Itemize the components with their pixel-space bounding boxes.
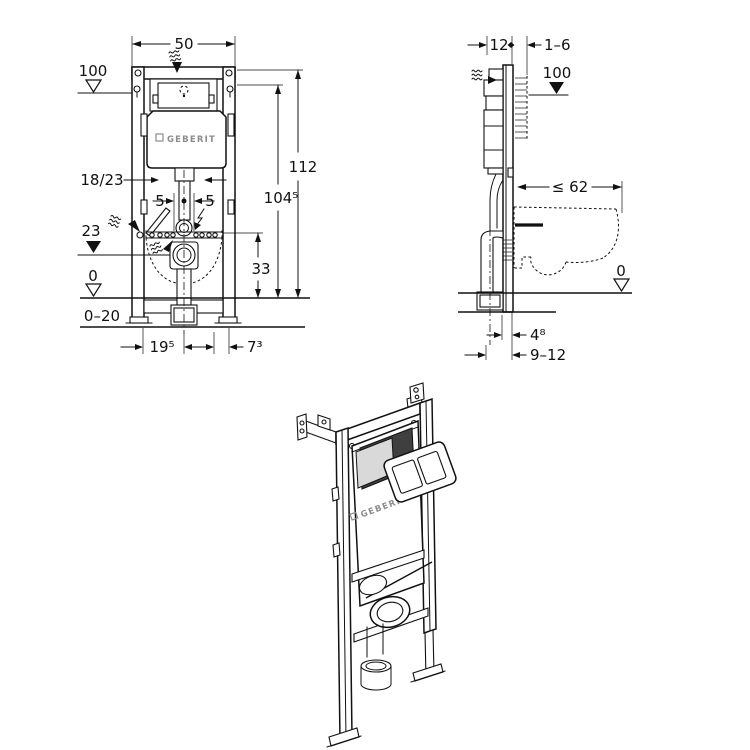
dim-width-label: 50 xyxy=(174,35,193,53)
cistern-front: GEBERIT xyxy=(140,110,235,215)
dim-5-5: 5 5 xyxy=(152,192,215,231)
range-0-20-label: 0–20 xyxy=(84,307,120,325)
wall-bracket-right xyxy=(406,382,425,409)
level-100-label: 100 xyxy=(79,62,108,80)
flush-direction-arrow xyxy=(172,62,182,73)
dim-112-label: 112 xyxy=(289,158,318,176)
perspective-view-drawing: GEBERIT xyxy=(296,382,457,748)
actuation-arrow xyxy=(195,208,205,227)
drain-elbow-side xyxy=(476,228,512,345)
inspection-box xyxy=(149,78,218,112)
water-flow-icon xyxy=(168,50,182,62)
inlet-arrow xyxy=(128,220,140,232)
drain-flow-arrow xyxy=(163,240,173,252)
lower-frame-perspective xyxy=(351,549,433,658)
dim-48-label: 4⁸ xyxy=(530,326,546,344)
dim-12-label: 12 xyxy=(489,36,508,54)
pan-outline-dashed-side xyxy=(513,206,619,276)
dim-1045-label: 104⁵ xyxy=(264,189,299,207)
dim-pan-62: ≤ 62 xyxy=(517,178,623,213)
dim-right-stack: 33 104⁵ 112 xyxy=(223,69,318,299)
inlet-arrow xyxy=(488,76,497,84)
dim-48: 4⁸ xyxy=(486,312,546,360)
dim-18-23-label: 18/23 xyxy=(80,171,123,189)
wall-finish-hatch xyxy=(515,76,528,141)
level-0-front: 0 0–20 xyxy=(84,267,120,325)
front-view-drawing: GEBERIT xyxy=(77,35,318,356)
wall-bracket-left xyxy=(296,413,337,444)
cistern-side xyxy=(483,68,504,231)
level-100-side-label: 100 xyxy=(543,64,572,82)
geberit-logo-square xyxy=(349,511,359,521)
frame-rail-side xyxy=(502,64,514,313)
floor-drain-socket xyxy=(360,659,392,691)
dim-depth-12: 12 xyxy=(467,36,515,64)
flush-plate xyxy=(383,441,457,503)
water-flow-icon xyxy=(107,215,122,228)
level-0-side-label: 0 xyxy=(616,262,626,280)
geberit-logo-text: GEBERIT xyxy=(167,135,216,145)
water-flow-icon xyxy=(471,69,483,81)
dim-33-label: 33 xyxy=(251,260,270,278)
dim-62-label: ≤ 62 xyxy=(552,178,588,196)
level-0-side: 0 xyxy=(612,262,631,293)
level-100-front: 100 xyxy=(77,62,132,94)
frame-perspective xyxy=(331,397,437,743)
fixing-rail xyxy=(136,231,222,239)
level-100-side: 100 xyxy=(528,64,572,96)
dim-5-right-label: 5 xyxy=(205,192,215,210)
geberit-logo-square xyxy=(155,133,164,142)
dim-195-label: 19⁵ xyxy=(149,338,174,356)
side-view-drawing: 12 1–6 100 ≤ 62 0 xyxy=(458,36,632,364)
dim-73-label: 7³ xyxy=(247,338,263,356)
level-0-label: 0 xyxy=(88,267,98,285)
level-23: 23 xyxy=(77,222,171,256)
dim-912-label: 9–12 xyxy=(530,346,566,364)
dim-1-6-label: 1–6 xyxy=(544,36,571,54)
dim-18-23: 18/23 xyxy=(80,171,227,189)
flush-button-small xyxy=(417,450,447,485)
dim-bottom-195-73: 19⁵ 7³ xyxy=(120,328,263,356)
frame-feet xyxy=(326,629,446,748)
dim-912: 9–12 xyxy=(464,345,566,364)
dim-wall-1-6: 1–6 xyxy=(526,36,571,75)
fixing-screw-icon xyxy=(133,85,234,98)
dim-width-50: 50 xyxy=(131,35,236,66)
water-flow-icon xyxy=(149,241,163,255)
actuation-arrow-head xyxy=(194,222,201,230)
flush-button-large xyxy=(391,459,423,494)
level-23-label: 23 xyxy=(81,222,100,240)
